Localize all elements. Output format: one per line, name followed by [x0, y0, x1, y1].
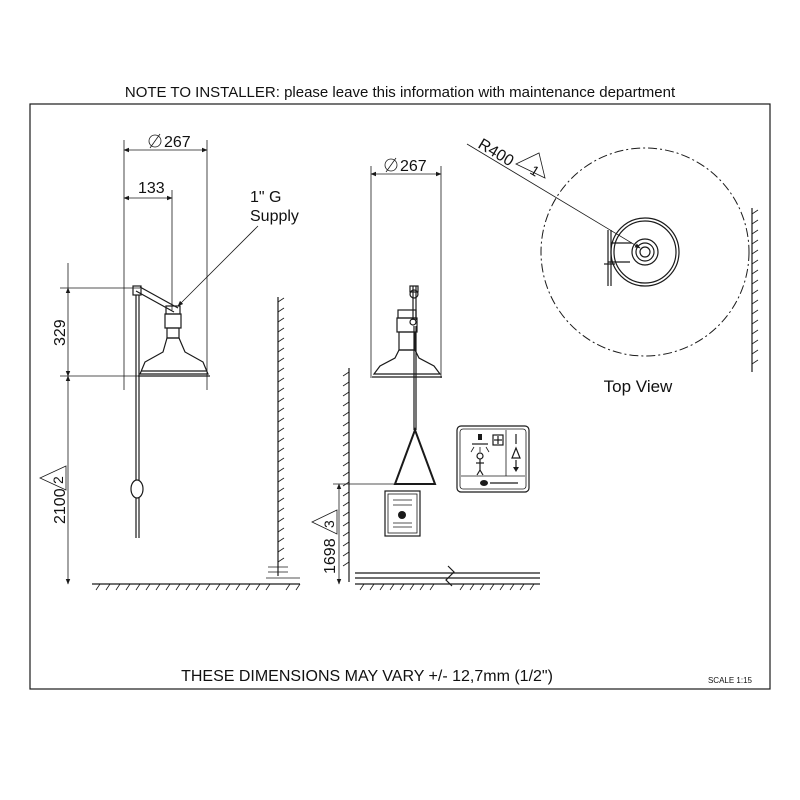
- radius-label: R400: [475, 136, 517, 170]
- side-valve-knob: [409, 289, 419, 299]
- side-shower-head: [372, 349, 442, 375]
- side-pull-height-tag: 3: [311, 509, 338, 535]
- person-icon: [476, 452, 484, 460]
- shower-icon: [478, 434, 482, 440]
- top-shower-head: [610, 217, 680, 287]
- top-view-title: Top View: [604, 377, 673, 396]
- svg-text:3: 3: [321, 520, 337, 528]
- front-diameter-label: 267: [148, 133, 191, 151]
- top-wall-hatch: [751, 209, 759, 365]
- triangle-icon: [511, 446, 521, 459]
- front-floor-height-label: 2100: [52, 488, 69, 524]
- side-diameter-label: 267: [384, 157, 427, 175]
- side-sign-panel: [384, 490, 421, 537]
- front-floor-height-tag: 2: [39, 465, 67, 491]
- supply-label-line1: 1" G: [250, 189, 281, 206]
- side-wall-hatch: [342, 371, 350, 567]
- svg-text:1: 1: [527, 162, 542, 180]
- pull-triangle: [393, 427, 437, 485]
- wall-bracket: [132, 285, 142, 296]
- front-offset-label: 133: [138, 180, 165, 197]
- top-view: R400 1 Top View: [466, 136, 759, 396]
- brand-logo: [480, 480, 488, 486]
- front-floor-hatch: [95, 583, 301, 591]
- svg-text:267: 267: [164, 134, 191, 151]
- supply-label-line2: Supply: [250, 208, 299, 225]
- header-note: NOTE TO INSTALLER: please leave this inf…: [125, 84, 676, 101]
- header-clip: [0, 0, 800, 84]
- side-view: 267 1698 3: [311, 157, 540, 591]
- shower-head: [139, 337, 209, 375]
- drawing-frame: [29, 103, 771, 690]
- front-wall-hatch: [277, 297, 285, 563]
- pull-handle: [130, 479, 144, 499]
- side-pull-height-label: 1698: [322, 538, 339, 574]
- svg-text:2: 2: [50, 476, 66, 484]
- safety-sign: [456, 425, 530, 493]
- svg-text:267: 267: [400, 158, 427, 175]
- supply-leader: [177, 225, 259, 307]
- side-floor-hatch: [359, 583, 535, 591]
- front-view: 267 133 1" G Supply 329 2100 2: [39, 133, 301, 591]
- scale-label: SCALE 1:15: [708, 676, 753, 685]
- front-height-label: 329: [52, 319, 69, 346]
- coverage-circle: [540, 147, 750, 357]
- tolerance-note: THESE DIMENSIONS MAY VARY +/- 12,7mm (1/…: [181, 668, 553, 685]
